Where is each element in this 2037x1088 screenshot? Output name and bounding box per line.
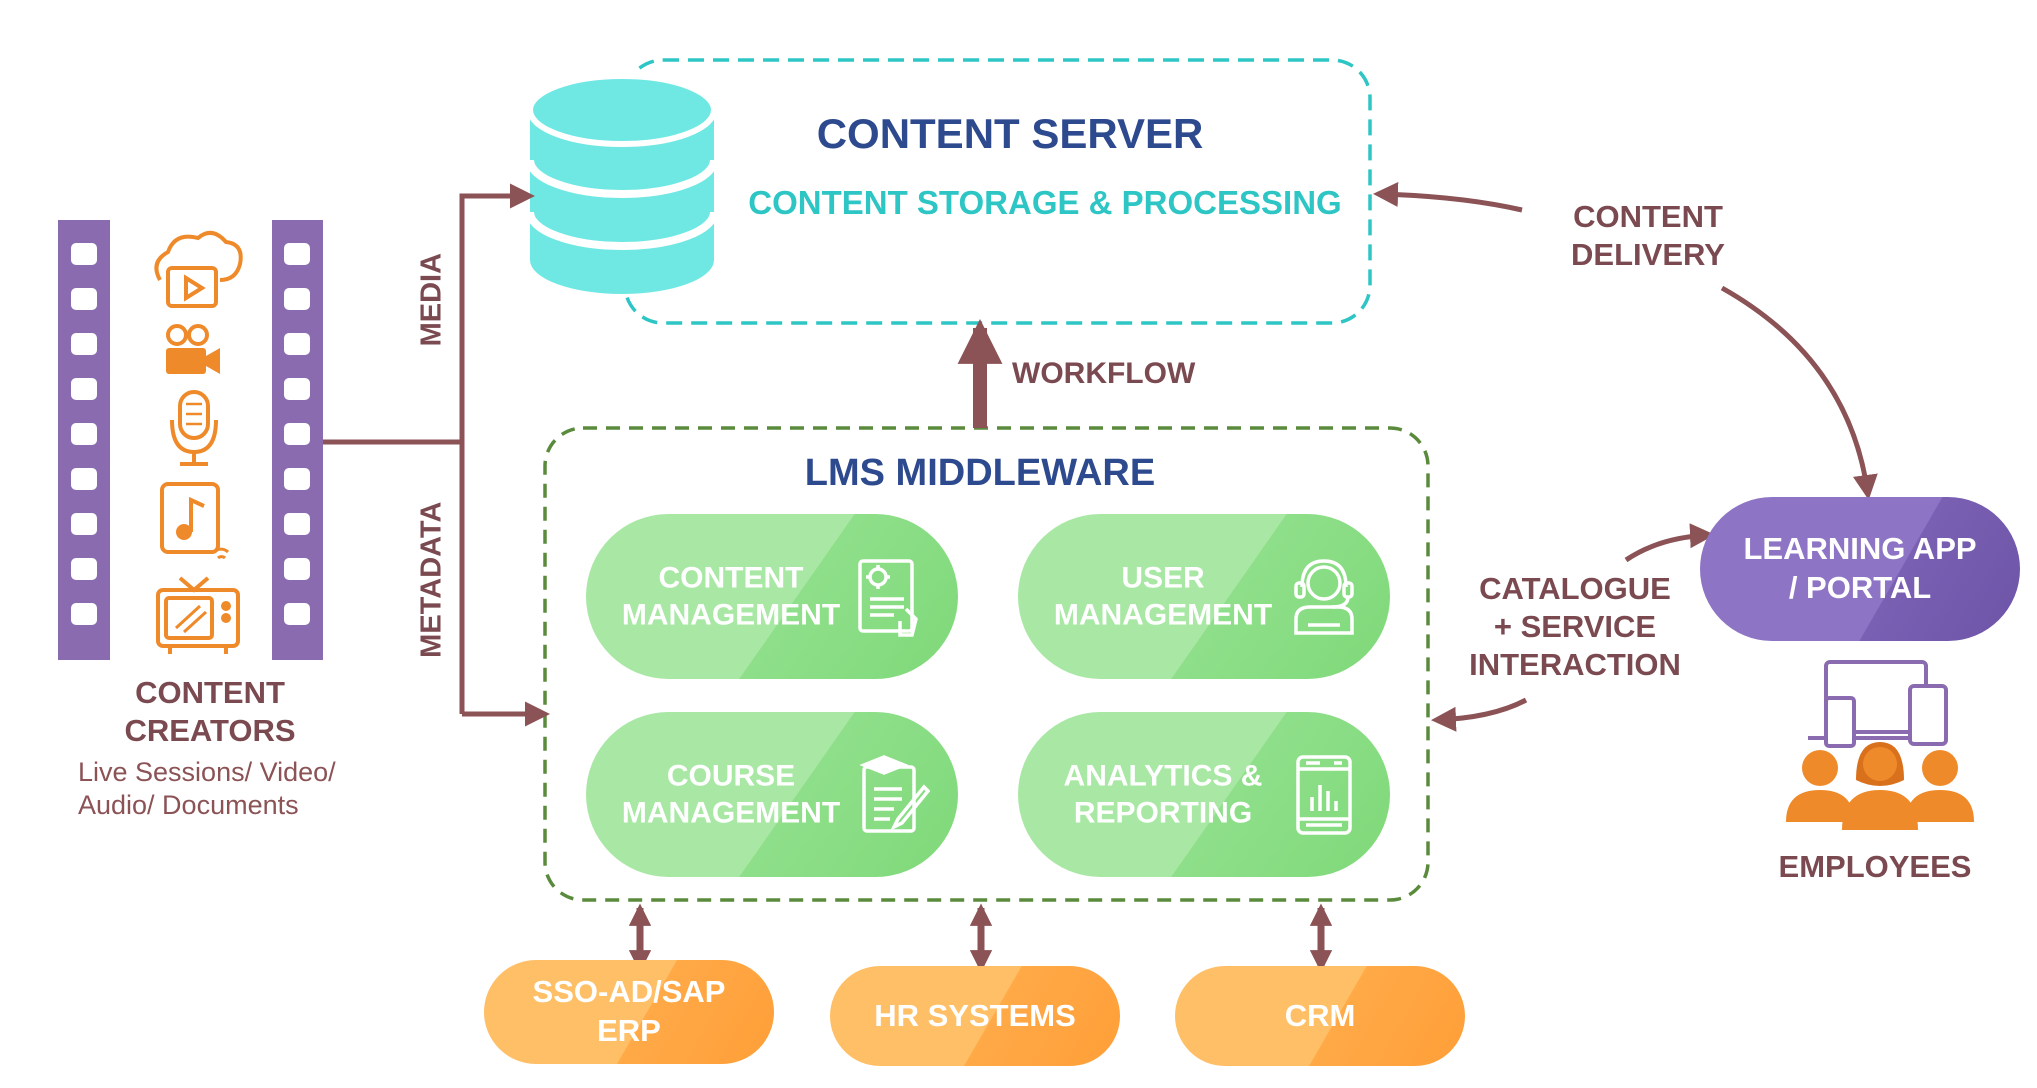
module-analytics-reporting-text: ANALYTICS & REPORTING [1018,757,1308,832]
integration-hr-systems[interactable]: HR SYSTEMS [830,966,1120,1066]
content-server-subtitle: CONTENT STORAGE & PROCESSING [748,184,1342,221]
analytics-tablet-icon [1296,754,1352,835]
catalogue-arrow-to-app [1624,523,1715,563]
database-icon [526,73,718,294]
module-analytics-reporting-line2: REPORTING [1073,796,1253,830]
content-creators-desc-line2: Audio/ Documents [78,789,299,820]
learning-app-line2: / PORTAL [1788,570,1932,605]
module-content-management[interactable]: CONTENT MANAGEMENT [586,514,958,679]
integration-hr-systems-text: HR SYSTEMS [874,997,1076,1033]
integration-crm[interactable]: CRM [1175,966,1465,1066]
module-content-management-line1: CONTENT [658,561,804,594]
catalogue-arrow-to-middleware [1431,697,1528,732]
integration-sso-erp[interactable]: SSO-AD/SAP ERP [484,960,774,1064]
headset-user-icon [1294,558,1354,635]
module-course-management-line1: COURSE [666,759,796,792]
microphone-icon [170,390,218,466]
catalogue-line2: + SERVICE [1493,608,1657,644]
integration-sso-erp-line1: SSO-AD/SAP [532,974,726,1010]
module-content-management-text: CONTENT MANAGEMENT [586,559,876,634]
module-analytics-reporting-line1: ANALYTICS & [1063,759,1263,792]
employees-icon [1786,742,1974,830]
integration-crm-text: CRM [1284,997,1356,1033]
video-camera-icon [166,324,220,374]
delivery-arrow-to-server [1373,181,1523,213]
course-document-icon [859,754,930,833]
module-user-management-line2: MANAGEMENT [1053,598,1273,632]
integration-sso-erp-line2: ERP [597,1013,661,1048]
module-user-management-line1: USER [1121,561,1205,594]
catalogue-line1: CATALOGUE [1479,571,1671,606]
content-delivery-label: CONTENT DELIVERY [1548,198,1748,274]
module-user-management[interactable]: USER MANAGEMENT [1018,514,1390,679]
workflow-label: WORKFLOW [1012,357,1196,390]
module-course-management-line2: MANAGEMENT [621,796,841,830]
learning-app-line1: LEARNING APP [1743,531,1977,567]
module-course-management-text: COURSE MANAGEMENT [586,757,876,832]
content-creators-title-line1: CONTENT [135,675,285,710]
learning-app-portal[interactable]: LEARNING APP / PORTAL [1700,497,2020,641]
module-user-management-text: USER MANAGEMENT [1018,559,1308,634]
module-analytics-reporting[interactable]: ANALYTICS & REPORTING [1018,712,1390,877]
tv-icon [156,576,240,654]
catalogue-label: CATALOGUE + SERVICE INTERACTION [1450,570,1700,683]
content-creators-title-line2: CREATORS [124,712,296,748]
creator-connector [323,183,550,727]
catalogue-line3: INTERACTION [1469,646,1681,682]
media-label: MEDIA [415,252,448,347]
metadata-label: METADATA [415,501,448,658]
content-creators-desc: Live Sessions/ Video/ Audio/ Documents [78,756,378,822]
content-delivery-line1: CONTENT [1573,199,1723,234]
content-creators-title: CONTENT CREATORS [90,674,330,750]
employees-label: EMPLOYEES [1778,849,1972,884]
module-course-management[interactable]: COURSE MANAGEMENT [586,712,958,877]
lms-middleware-title: LMS MIDDLEWARE [804,452,1156,494]
content-creators-desc-line1: Live Sessions/ Video/ [78,757,336,787]
cloud-video-icon [154,230,243,308]
devices-icon [1808,660,1948,748]
content-delivery-line2: DELIVERY [1571,236,1725,272]
content-server-title: CONTENT SERVER [816,110,1204,157]
document-gear-icon [858,558,918,637]
music-file-icon [160,482,230,560]
delivery-arrow-to-app [1720,285,1878,500]
module-content-management-line2: MANAGEMENT [621,598,841,632]
integration-sso-erp-text: SSO-AD/SAP ERP [533,973,726,1051]
learning-app-text: LEARNING APP / PORTAL [1743,530,1976,608]
